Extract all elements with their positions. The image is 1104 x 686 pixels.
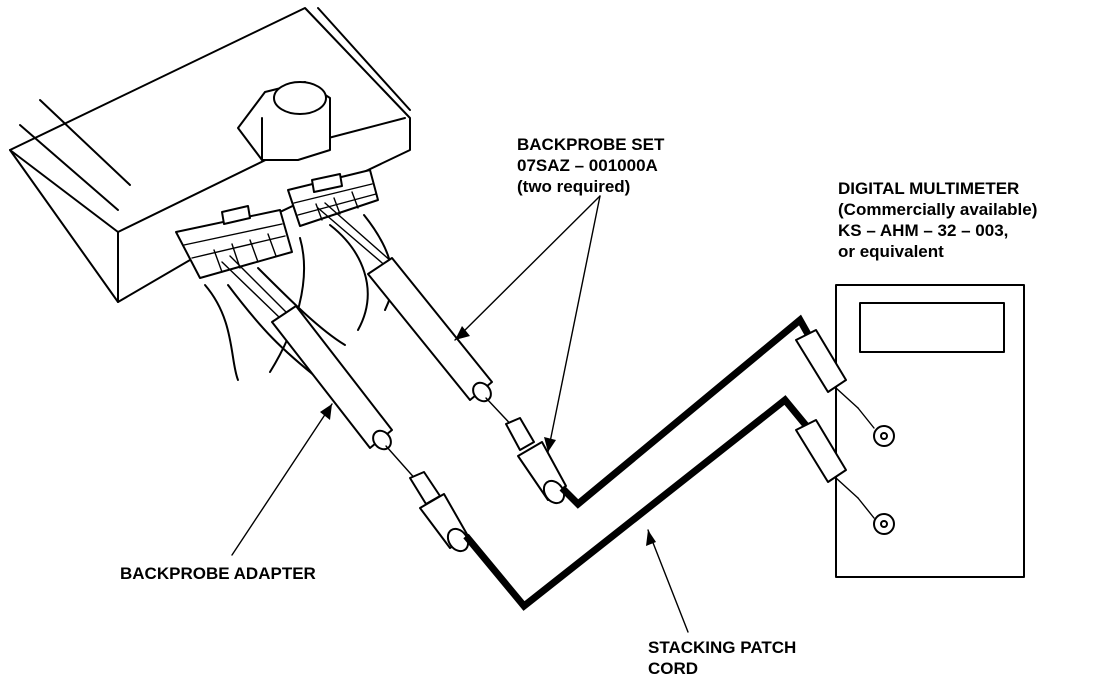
stacking-patch-cord-label: STACKING PATCH CORD [648, 637, 796, 679]
backprobe-upper [317, 202, 519, 433]
digital-multimeter-label: DIGITAL MULTIMETER (Commercially availab… [838, 178, 1037, 262]
stacking-patch-cord-title: STACKING PATCH [648, 638, 797, 657]
leader-arrows [231, 195, 689, 633]
backprobe-set-label: BACKPROBE SET 07SAZ – 001000A (two requi… [517, 134, 664, 197]
backprobe-set-note: (two required) [517, 177, 631, 196]
backprobe-adapter-title: BACKPROBE ADAPTER [120, 564, 316, 583]
multimeter-jack-upper [873, 425, 895, 447]
control-unit-housing [9, 7, 411, 303]
multimeter [795, 284, 1025, 578]
backprobe-set-title: BACKPROBE SET [517, 135, 665, 154]
digital-multimeter-title: DIGITAL MULTIMETER [838, 179, 1020, 198]
stacking-patch-cord-title-2: CORD [648, 659, 699, 678]
stacking-patch-cord-lower [463, 395, 821, 611]
multimeter-jack-lower [873, 513, 895, 535]
backprobe-adapter-label: BACKPROBE ADAPTER [120, 563, 316, 584]
backprobe-adapter-lower [409, 471, 470, 553]
connector-right [287, 169, 379, 227]
digital-multimeter-part-number: KS – AHM – 32 – 003, [838, 221, 1009, 240]
digital-multimeter-equivalent: or equivalent [838, 242, 944, 261]
backprobe-set-part-number: 07SAZ – 001000A [517, 156, 658, 175]
connector-left [175, 205, 293, 279]
digital-multimeter-availability: (Commercially available) [838, 200, 1038, 219]
backprobe-adapter-upper [505, 417, 567, 505]
